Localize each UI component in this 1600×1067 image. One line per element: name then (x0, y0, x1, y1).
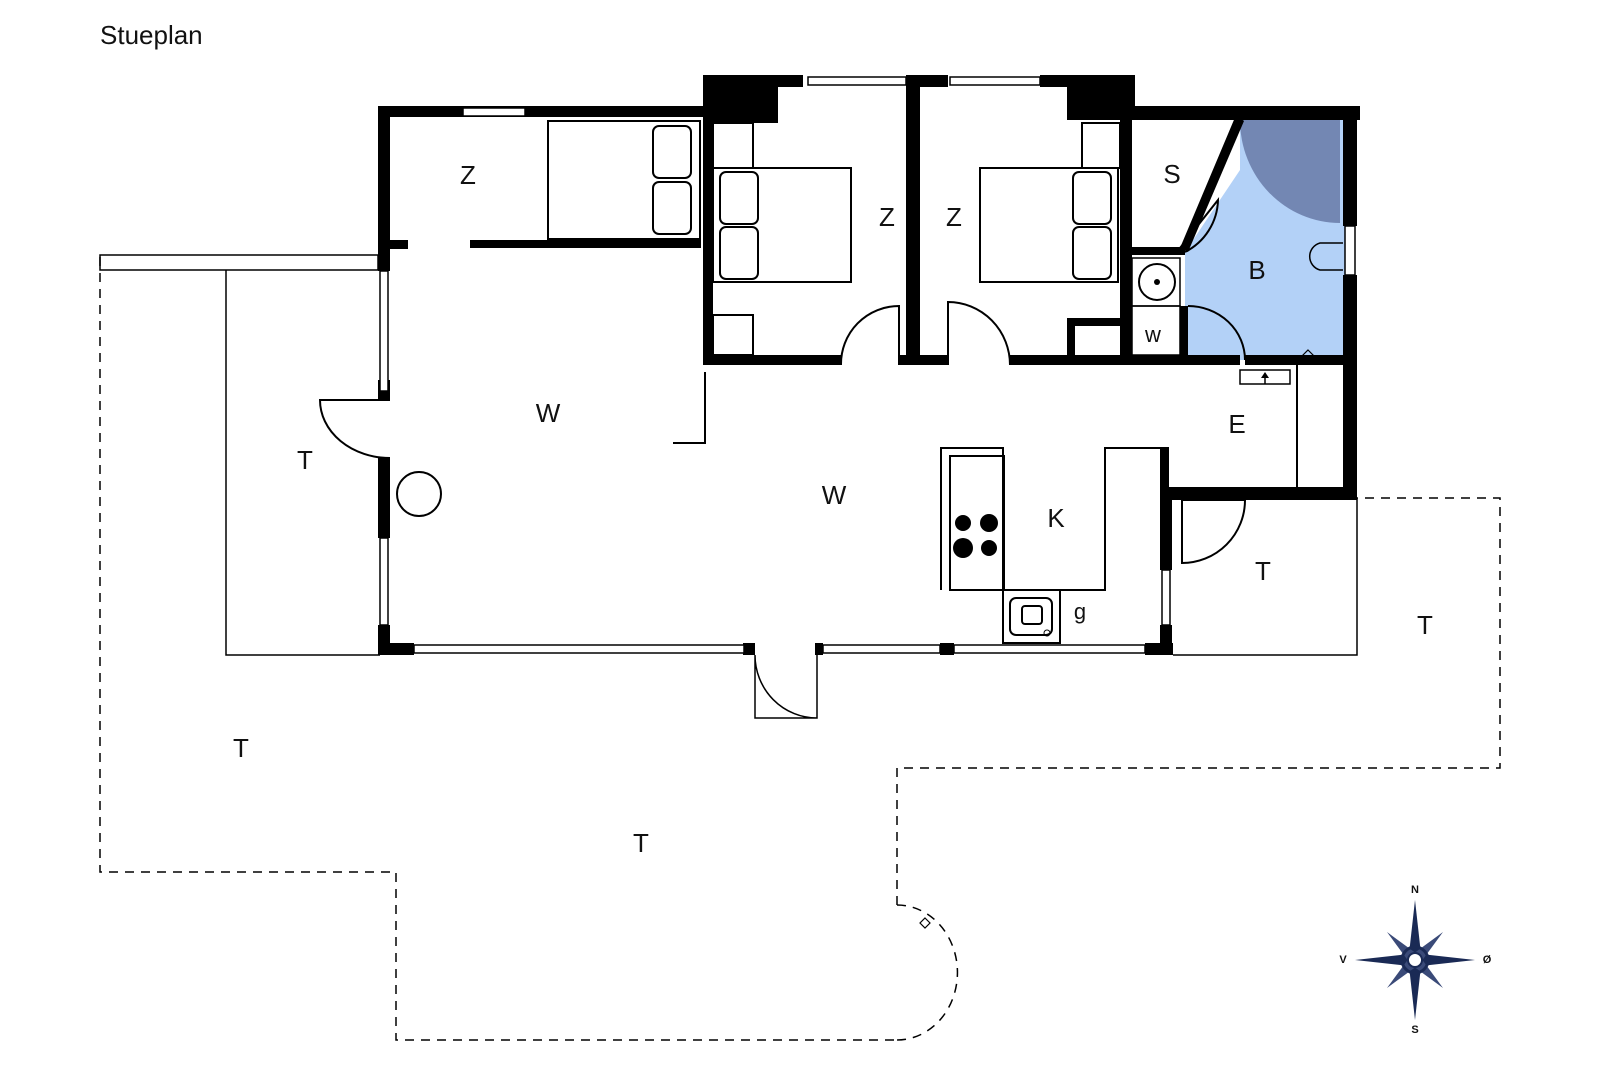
room-label-entrance: E (1228, 409, 1245, 439)
compass-west: V (1339, 954, 1347, 966)
room-label-terrace-west: T (297, 445, 313, 475)
windows (379, 76, 1356, 654)
room-label-terrace-south: T (633, 828, 649, 858)
compass-north: N (1411, 884, 1419, 896)
room-label-storage: S (1163, 159, 1180, 189)
compass-east: Ø (1483, 954, 1492, 966)
room-label-bedroom-1: Z (460, 160, 476, 190)
room-label-bedroom-3: Z (946, 202, 962, 232)
fixtures (396, 120, 1343, 644)
plan-title: Stueplan (100, 20, 203, 50)
room-label-living-1: W (536, 398, 561, 428)
room-labels: Z Z Z S B w W W E K g T T T T T (233, 159, 1433, 858)
shower-area (1240, 120, 1340, 223)
room-label-kitchen: K (1047, 503, 1065, 533)
door-swings (318, 197, 1247, 719)
room-label-bathroom: B (1248, 255, 1265, 285)
room-label-stove: g (1074, 599, 1086, 624)
room-label-living-2: W (822, 480, 847, 510)
room-label-bedroom-2: Z (879, 202, 895, 232)
compass-rose: N S Ø V (1339, 884, 1491, 1036)
walls (378, 75, 1360, 655)
room-label-terrace-east: T (1417, 610, 1433, 640)
compass-south: S (1411, 1024, 1418, 1036)
room-label-terrace-southwest: T (233, 733, 249, 763)
room-label-washer: w (1144, 322, 1161, 347)
room-label-terrace-east-small: T (1255, 556, 1271, 586)
